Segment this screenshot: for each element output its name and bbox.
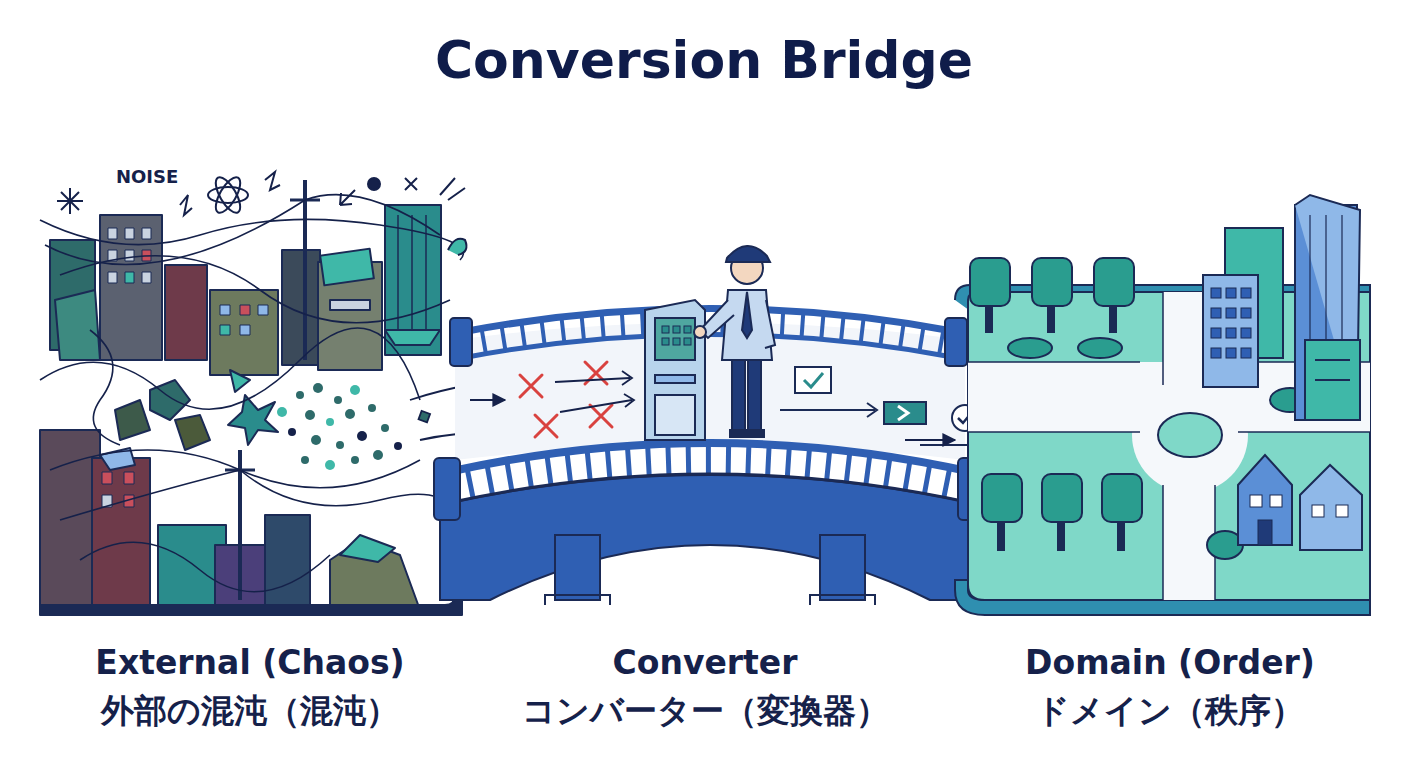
region-subheading: コンバーター（変換器） xyxy=(522,687,889,735)
region-heading: External (Chaos) xyxy=(95,639,404,687)
region-box: External (Chaos)外部の混沌（混沌） xyxy=(30,160,470,755)
region-box: Converterコンバーター（変換器） xyxy=(505,160,905,755)
region-subheading: 外部の混沌（混沌） xyxy=(101,687,399,735)
chaos-city xyxy=(40,180,462,615)
tangled-wires xyxy=(40,195,463,592)
region-box: Domain (Order)ドメイン（秩序） xyxy=(955,160,1385,755)
converter-booth xyxy=(645,300,705,440)
region-subheading: ドメイン（秩序） xyxy=(1036,687,1304,735)
flow-connector xyxy=(905,439,955,441)
bridge-arrows xyxy=(555,371,634,412)
region-heading: Converter xyxy=(613,639,798,687)
guard-figure xyxy=(694,246,775,437)
region-heading: Domain (Order) xyxy=(1025,639,1315,687)
bridge xyxy=(434,309,984,606)
noise-label: NOISE xyxy=(116,166,178,187)
domain-town xyxy=(955,195,1370,615)
flow-connector xyxy=(470,399,505,401)
rejected-marks xyxy=(520,362,612,437)
noise-dots xyxy=(277,383,402,470)
diagram-title: Conversion Bridge xyxy=(0,30,1408,90)
